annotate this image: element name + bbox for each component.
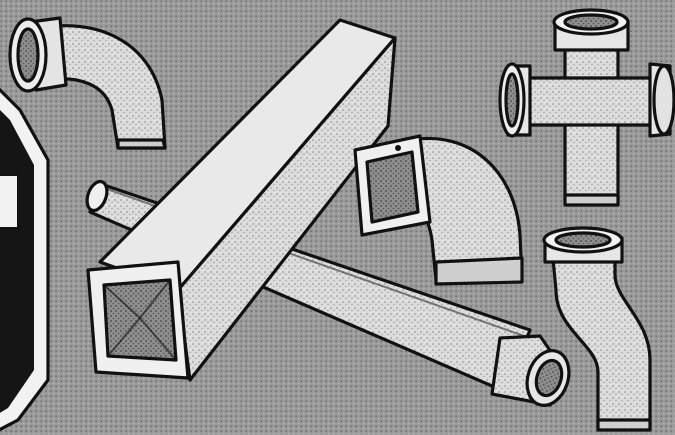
offset-bend-fitting (542, 226, 652, 432)
square-elbow-fitting (353, 134, 524, 286)
octagon-sign (0, 87, 50, 432)
square-downpipe (86, 18, 397, 382)
cross-tee-fitting (498, 8, 675, 207)
round-elbow-fitting (8, 16, 167, 150)
